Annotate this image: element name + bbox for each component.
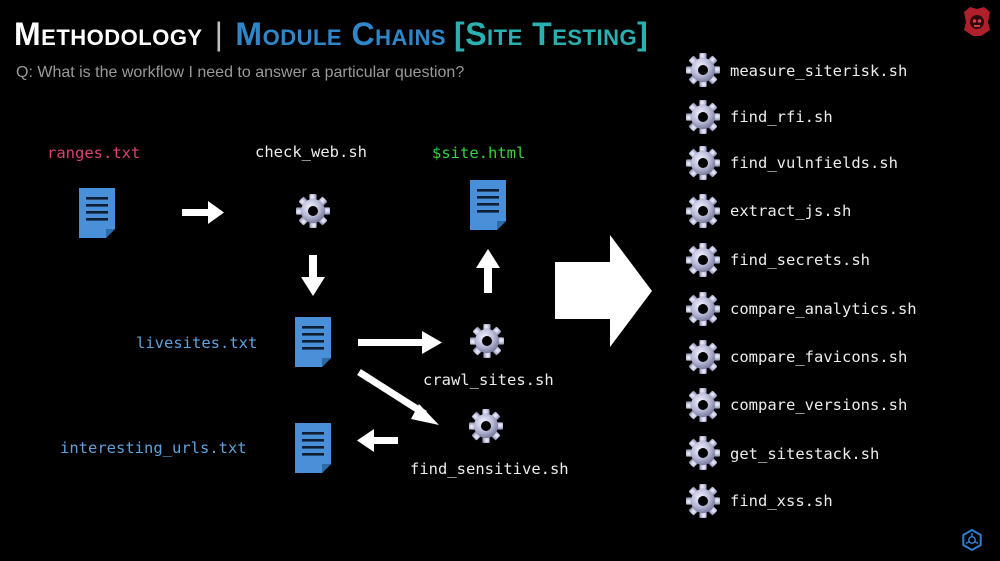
document-icon-ranges	[79, 188, 115, 238]
tool-item: extract_js.sh	[730, 202, 852, 220]
label-livesites: livesites.txt	[136, 334, 258, 352]
label-find-sensitive: find_sensitive.sh	[410, 460, 569, 478]
gear-icon-find-sensitive	[469, 409, 503, 443]
tool-item: measure_siterisk.sh	[730, 62, 908, 80]
title-sub: [Site Testing]	[454, 16, 649, 52]
label-check-web: check_web.sh	[255, 143, 367, 161]
tool-item: find_vulnfields.sh	[730, 154, 898, 172]
arrow-icon-big	[555, 235, 652, 347]
tool-item: compare_analytics.sh	[730, 300, 917, 318]
label-crawl-sites: crawl_sites.sh	[423, 371, 554, 389]
gear-icon-crawl-sites	[470, 324, 504, 358]
title-separator: |	[214, 16, 224, 52]
arrow-icon-right-1	[182, 209, 210, 216]
arrow-icon-left	[372, 437, 398, 444]
title-main: Methodology	[14, 16, 203, 52]
gear-icon-check-web	[296, 194, 330, 228]
tool-item: find_rfi.sh	[730, 108, 833, 126]
tool-item: compare_versions.sh	[730, 396, 908, 414]
document-icon-interesting-urls	[295, 423, 331, 473]
hex-logo-icon	[962, 528, 982, 552]
document-icon-site-html	[470, 180, 506, 230]
tool-item: find_xss.sh	[730, 492, 833, 510]
arrow-icon-down	[309, 255, 317, 279]
question-text: Q: What is the workflow I need to answer…	[16, 64, 465, 81]
tool-item: compare_favicons.sh	[730, 348, 908, 366]
label-site-html: $site.html	[432, 144, 526, 162]
document-icon-livesites	[295, 317, 331, 367]
logo-icon	[964, 7, 990, 36]
label-interesting-urls: interesting_urls.txt	[60, 439, 247, 457]
arrow-icon-diagonal	[357, 369, 427, 417]
arrow-icon-group	[182, 201, 652, 452]
arrow-icon-up	[484, 266, 492, 293]
tool-item: get_sitestack.sh	[730, 445, 880, 463]
arrow-icon-right-2	[358, 339, 424, 346]
page-title: Methodology | Module Chains[Site Testing]	[14, 14, 648, 54]
tool-gears	[686, 53, 720, 518]
label-ranges: ranges.txt	[47, 144, 141, 162]
tool-item: find_secrets.sh	[730, 251, 870, 269]
title-section: Module Chains	[235, 16, 447, 52]
